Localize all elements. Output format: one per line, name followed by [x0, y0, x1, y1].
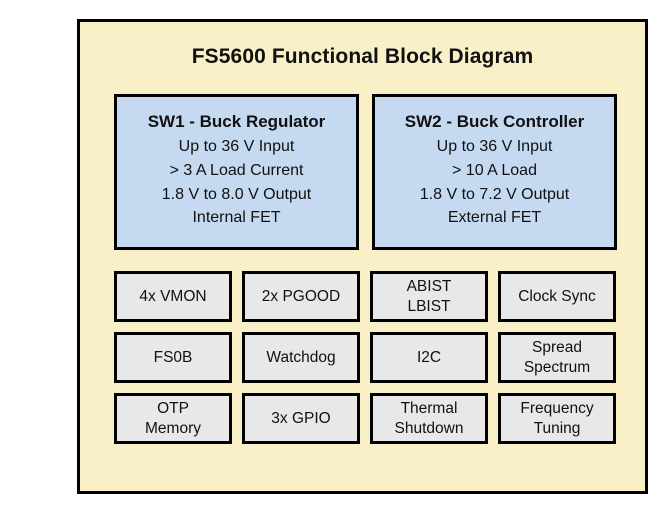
feature-block-label: LBIST — [407, 297, 451, 315]
feature-block-label: Memory — [145, 419, 201, 437]
switcher-block-spec-line: 1.8 V to 8.0 V Output — [161, 185, 312, 203]
feature-block-label: 4x VMON — [139, 287, 207, 305]
feature-block-label: FS0B — [153, 348, 193, 366]
feature-block-clock-sync: Clock Sync — [498, 271, 616, 322]
switcher-block-spec-line: Up to 36 V Input — [436, 138, 553, 156]
feature-block-label: Shutdown — [394, 419, 464, 437]
feature-block-vmon: 4x VMON — [114, 271, 232, 322]
switcher-block-spec-line: > 10 A Load — [452, 161, 537, 179]
feature-block-label: Thermal — [400, 399, 458, 417]
switcher-block-title: SW2 - Buck Controller — [404, 112, 585, 132]
feature-block-label: ABIST — [406, 277, 452, 295]
feature-block-pgood: 2x PGOOD — [242, 271, 360, 322]
feature-block-label: OTP — [157, 399, 189, 417]
switcher-block-row: SW1 - Buck Regulator Up to 36 V Input > 3 … — [114, 94, 617, 250]
page-title: FS5600 Functional Block Diagram — [191, 45, 534, 68]
feature-block-label: I2C — [416, 348, 442, 366]
switcher-block-sw1: SW1 - Buck Regulator Up to 36 V Input > 3 … — [114, 94, 359, 250]
switcher-block-spec-line: External FET — [447, 209, 542, 227]
feature-block-i2c: I2C — [370, 332, 488, 383]
feature-block-label: 2x PGOOD — [261, 287, 341, 305]
feature-block-abist-lbist: ABIST LBIST — [370, 271, 488, 322]
feature-block-label: Frequency — [520, 399, 594, 417]
feature-block-fs0b: FS0B — [114, 332, 232, 383]
switcher-block-sw2: SW2 - Buck Controller Up to 36 V Input > 1… — [372, 94, 617, 250]
switcher-block-spec-line: > 3 A Load Current — [169, 161, 304, 179]
feature-block-otp-memory: OTP Memory — [114, 393, 232, 444]
switcher-block-title: SW1 - Buck Regulator — [147, 112, 326, 132]
feature-block-label: Watchdog — [266, 348, 336, 366]
feature-block-label: 3x GPIO — [271, 409, 331, 427]
feature-block-label: Spread — [532, 338, 582, 356]
switcher-block-spec-line: 1.8 V to 7.2 V Output — [419, 185, 570, 203]
diagram-panel: FS5600 Functional Block Diagram SW1 - Bu… — [77, 19, 648, 494]
feature-block-watchdog: Watchdog — [242, 332, 360, 383]
feature-block-label: Spectrum — [523, 358, 591, 376]
feature-block-label: Tuning — [533, 419, 581, 437]
switcher-block-spec-line: Up to 36 V Input — [178, 138, 295, 156]
switcher-block-spec-line: Internal FET — [192, 209, 281, 227]
feature-block-gpio: 3x GPIO — [242, 393, 360, 444]
feature-block-label: Clock Sync — [518, 287, 596, 305]
